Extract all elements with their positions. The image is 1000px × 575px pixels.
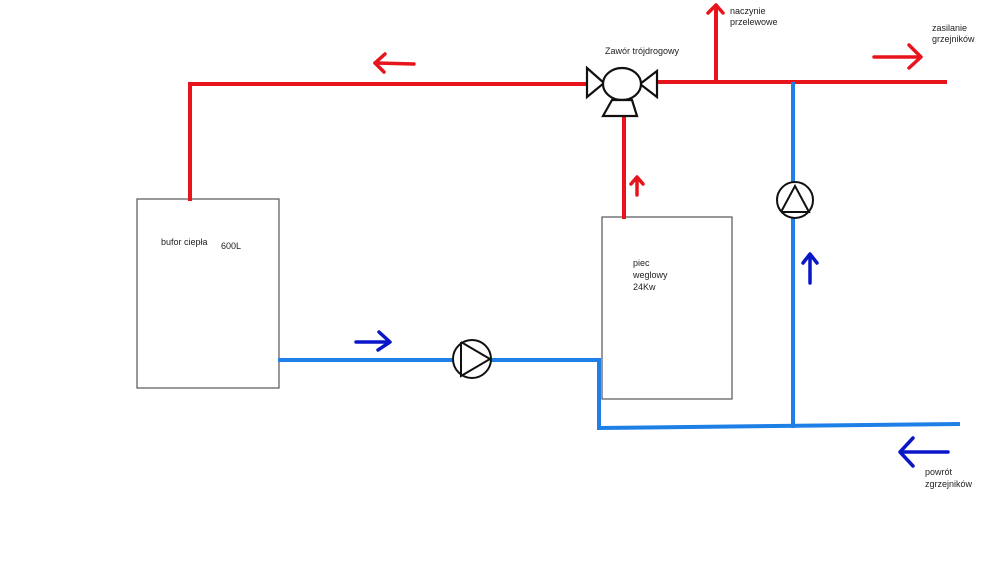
boiler-label-3: 24Kw [633, 282, 656, 292]
supply-label-1: zasilanie [932, 23, 968, 33]
buffer-name-label: bufor ciepła [161, 237, 208, 247]
return-pipe-main [597, 358, 961, 431]
return-label-1: powrót [925, 467, 953, 477]
boiler-label-2: weglowy [633, 270, 668, 280]
expansion-label-1: naczynie [730, 6, 766, 16]
flow-arrows-return [354, 252, 950, 468]
pump-buffer-loop-icon[interactable] [452, 339, 492, 379]
valve-label: Zawór trójdrogowy [605, 46, 680, 56]
flow-arrows-supply [373, 3, 923, 197]
pump-return-riser-icon[interactable] [776, 181, 814, 219]
boiler-label-1: piec [633, 258, 650, 268]
return-pipes [278, 82, 961, 431]
arrow-up-icon [629, 175, 645, 197]
arrow-right-icon [872, 43, 923, 70]
arrow-up-icon [706, 3, 725, 15]
arrow-left-icon [898, 436, 950, 468]
supply-label-2: grzejników [932, 34, 975, 44]
three-way-valve-icon[interactable] [585, 65, 659, 118]
supply-pipe-buffer [188, 82, 592, 201]
buffer-capacity-label: 600L [221, 241, 242, 251]
expansion-label-2: przelewowe [730, 17, 778, 27]
coal-boiler [601, 216, 733, 400]
arrow-right-icon [354, 330, 392, 352]
buffer-tank [136, 198, 280, 389]
arrow-left-icon [373, 52, 416, 74]
supply-pipes [188, 8, 947, 219]
arrow-up-icon [801, 252, 819, 285]
return-label-2: zgrzejników [925, 479, 973, 489]
